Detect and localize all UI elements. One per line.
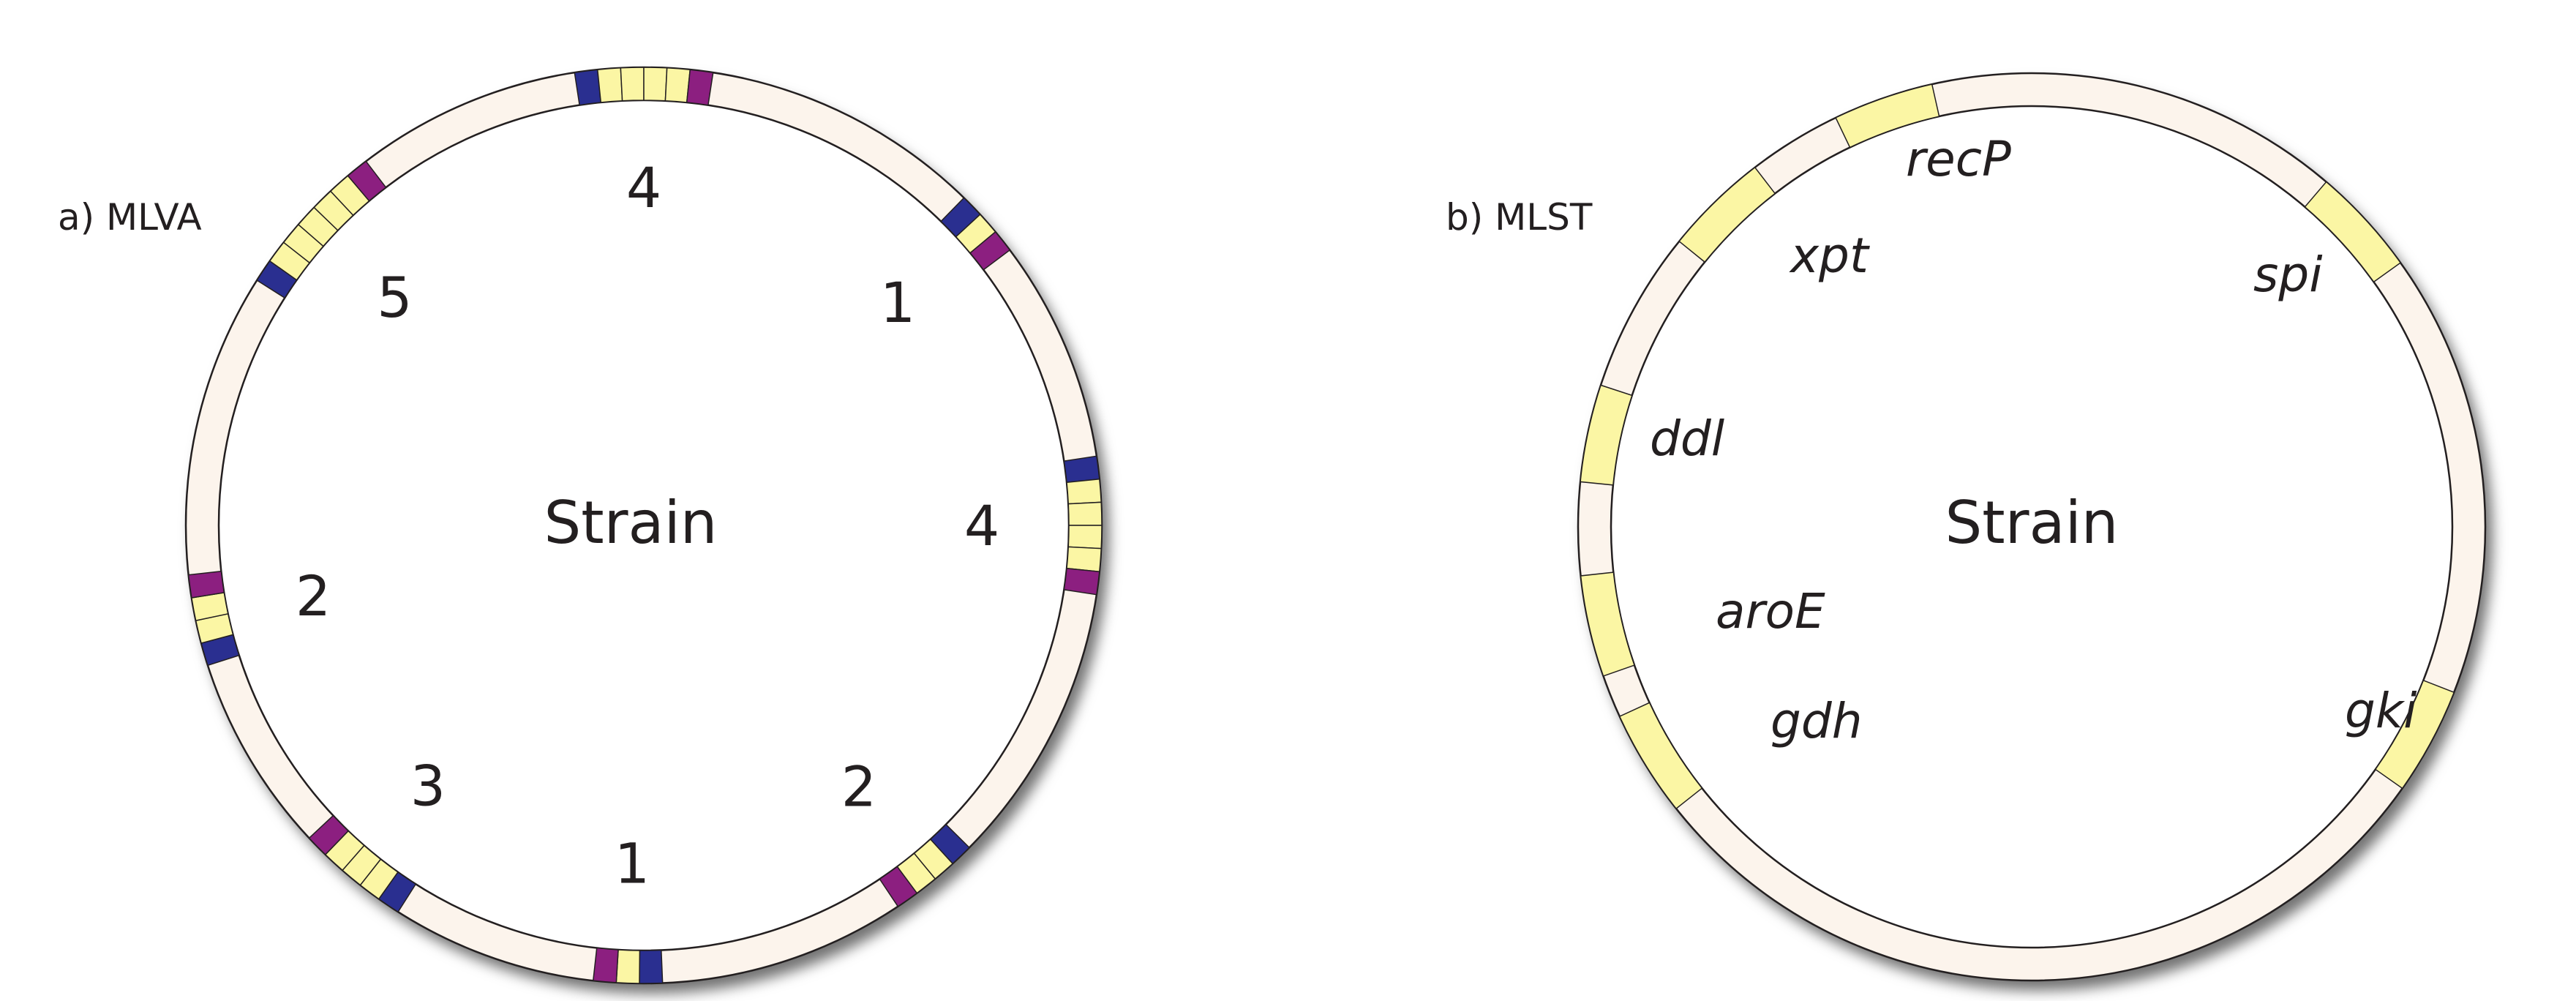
gene-label: recP — [1906, 131, 2011, 187]
flank-start-block — [574, 69, 602, 106]
mlst-title: b) MLST — [1446, 196, 1593, 239]
repeat-count-label: 5 — [377, 265, 412, 330]
vntr-locus — [256, 160, 387, 299]
repeat-count-label: 2 — [841, 754, 876, 819]
gene-segment — [2304, 181, 2402, 283]
flank-start-block — [1063, 455, 1100, 484]
gene-segment — [1678, 166, 1776, 263]
mlva-panel: a) MLVA Strain 4 1 4 2 1 3 2 5 — [58, 66, 1103, 985]
mlva-title: a) MLVA — [58, 196, 202, 239]
repeat-count-label: 1 — [615, 831, 650, 896]
repeat-count-label: 4 — [626, 155, 661, 220]
gene-segment — [2374, 679, 2455, 790]
repeat-count-label: 3 — [410, 753, 446, 818]
repeat-unit — [1066, 546, 1102, 573]
gene-label: ddl — [1650, 410, 1725, 467]
gene-segment — [1618, 702, 1703, 810]
mlst-center-label: Strain — [1945, 489, 2119, 557]
flank-end-block — [347, 160, 387, 202]
mlva-ring — [184, 66, 1103, 985]
mlva-center-label: Strain — [544, 489, 718, 557]
gene-label: xpt — [1789, 228, 1870, 284]
gene-label: gki — [2345, 683, 2417, 739]
flank-end-block — [879, 866, 918, 907]
mlst-ring — [1577, 72, 2487, 982]
gene-segment — [1580, 571, 1635, 677]
vntr-locus — [308, 814, 417, 913]
gene-label: spi — [2253, 247, 2323, 303]
vntr-locus — [1063, 455, 1103, 596]
gene-label: gdh — [1770, 693, 1863, 749]
vntr-locus — [574, 67, 714, 106]
mlva-repeat-labels: 4 1 4 2 1 3 2 5 — [296, 155, 999, 896]
repeat-count-label: 2 — [296, 563, 331, 629]
vntr-locus — [187, 570, 240, 667]
mlst-ring-outer-edge — [1577, 72, 2487, 982]
mlst-gene-labels: recP spi gki gdh aroE ddl xpt — [1650, 131, 2417, 749]
mlst-ring-band — [1578, 73, 2485, 981]
gene-label: aroE — [1716, 583, 1825, 640]
mlst-panel: b) MLST Strain recP spi gki gdh aroE ddl xpt — [1446, 72, 2487, 982]
vntr-locus — [940, 197, 1011, 271]
flank-end-block — [592, 947, 619, 983]
repeat-unit — [643, 67, 668, 102]
vntr-locus — [879, 823, 971, 907]
gene-segment — [1835, 83, 1940, 149]
repeat-unit — [615, 949, 641, 984]
repeat-unit — [1067, 525, 1103, 550]
mlst-ring-inner-edge — [1610, 105, 2454, 949]
flank-end-block — [187, 570, 225, 599]
repeat-count-label: 4 — [964, 493, 999, 558]
vntr-locus — [592, 947, 664, 984]
repeat-unit — [1066, 478, 1102, 505]
flank-end-block — [686, 69, 714, 106]
repeat-unit — [620, 67, 645, 102]
flank-end-block — [1063, 567, 1100, 596]
repeat-unit — [1067, 501, 1103, 526]
repeat-unit — [596, 67, 623, 103]
flank-start-block — [639, 949, 664, 984]
flank-end-block — [969, 230, 1011, 271]
gene-segment — [1580, 384, 1633, 486]
repeat-unit — [664, 67, 691, 103]
repeat-count-label: 1 — [880, 270, 915, 335]
flank-end-block — [308, 814, 350, 855]
